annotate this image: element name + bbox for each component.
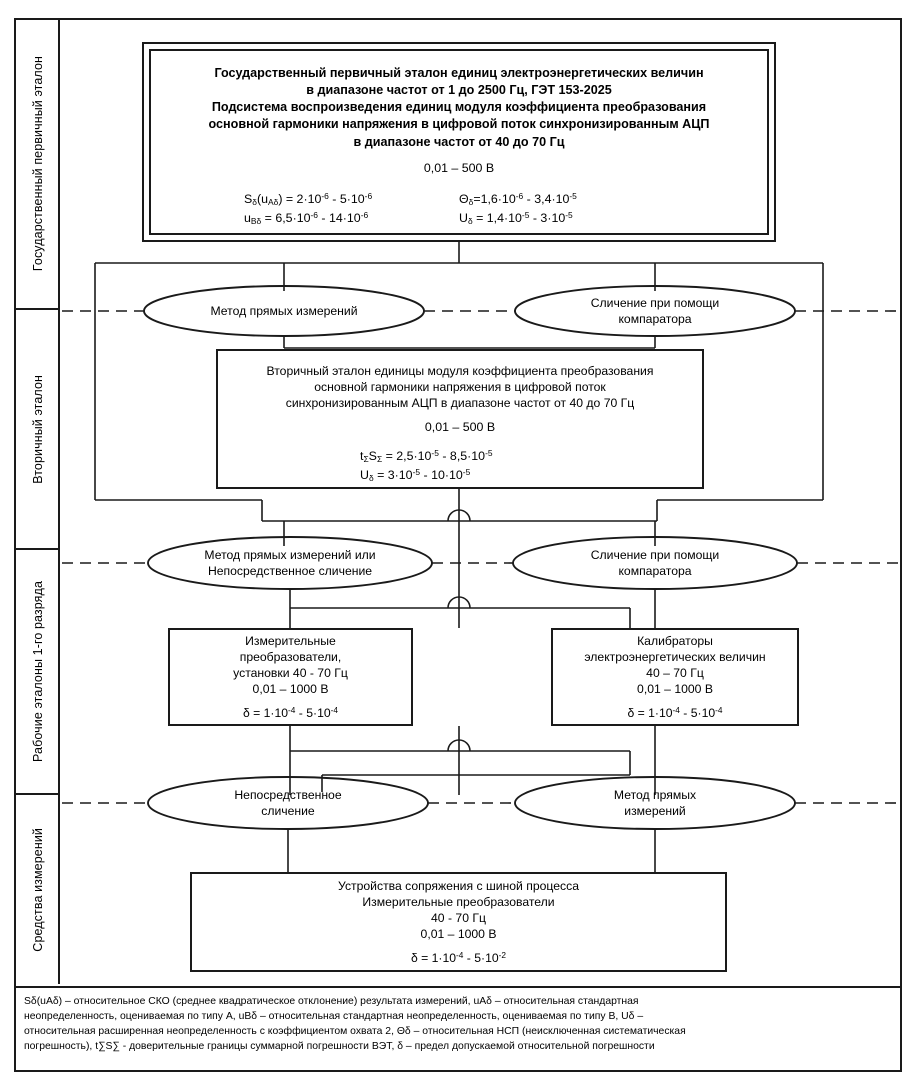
measuring-line3: 40 - 70 Гц bbox=[431, 911, 486, 926]
primary-title-line5: в диапазоне частот от 40 до 70 Гц bbox=[353, 134, 565, 149]
working-left-formula: δ = 1·10-4 - 5·10-4 bbox=[242, 704, 339, 720]
working-left-line4: 0,01 – 1000 В bbox=[252, 682, 329, 697]
footnote-line3: относительная расширенная неопределеннос… bbox=[24, 1026, 686, 1038]
rail-label-measuring: Средства измерений bbox=[30, 827, 45, 952]
method-r1-left-line1: Метод прямых измерений bbox=[210, 303, 358, 318]
secondary-formulas: tΣSΣ = 2,5·10-5 - 8,5·10-5 Uδ = 3·10-5 -… bbox=[218, 447, 702, 484]
primary-formula-col-left: Sδ(uAδ) = 2·10-6 - 5·10-6 uBδ = 6,5·10-6… bbox=[244, 190, 459, 227]
rail-label-primary: Государственный первичный эталон bbox=[30, 56, 45, 272]
working-right-line2: электроэнергетических величин bbox=[584, 650, 766, 665]
working-left-line2: преобразователи, bbox=[239, 650, 342, 665]
rail-label-working: Рабочие эталоны 1-го разряда bbox=[30, 581, 45, 762]
footnote-line4: погрешность), t∑S∑ - доверительные грани… bbox=[24, 1041, 655, 1053]
rail-cell-working: Рабочие эталоны 1-го разряда bbox=[16, 550, 60, 795]
rail-cell-secondary: Вторичный эталон bbox=[16, 310, 60, 550]
method-r3-right-line2: измерений bbox=[624, 804, 686, 818]
footnote-block: Sδ(uAδ) – относительное СКО (среднее ква… bbox=[16, 986, 900, 1070]
primary-formula-sdelta: Sδ(uAδ) = 2·10-6 - 5·10-6 bbox=[244, 191, 373, 207]
primary-title-line3: Подсистема воспроизведения единиц модуля… bbox=[211, 100, 707, 115]
primary-title-line1: Государственный первичный эталон единиц … bbox=[214, 66, 704, 80]
method-r1-right-line1: Сличение при помощи bbox=[590, 295, 720, 310]
measuring-line1: Устройства сопряжения с шиной процесса bbox=[338, 878, 579, 893]
footnote-line2: неопределенность, оцениваемая по типу A,… bbox=[24, 1011, 644, 1023]
method-r1-right-line2: компаратора bbox=[618, 312, 692, 326]
primary-formulas: Sδ(uAδ) = 2·10-6 - 5·10-6 uBδ = 6,5·10-6… bbox=[151, 190, 767, 227]
working-standard-right-box[interactable]: Калибраторы электроэнергетических величи… bbox=[551, 628, 799, 726]
working-standard-left-box[interactable]: Измерительные преобразователи, установки… bbox=[168, 628, 413, 726]
method-r2-right-line1: Сличение при помощи bbox=[590, 547, 720, 562]
rail-cell-primary: Государственный первичный эталон bbox=[16, 20, 60, 310]
secondary-standard-box[interactable]: Вторичный эталон единицы модуля коэффици… bbox=[216, 349, 704, 489]
primary-formula-ubdelta: uBδ = 6,5·10-6 - 14·10-6 bbox=[244, 209, 369, 226]
working-right-formula: δ = 1·10-4 - 5·10-4 bbox=[627, 704, 723, 720]
working-right-line1: Калибраторы bbox=[637, 633, 713, 648]
working-left-line1: Измерительные bbox=[245, 633, 336, 648]
secondary-formula-col: tΣSΣ = 2,5·10-5 - 8,5·10-5 Uδ = 3·10-5 -… bbox=[360, 447, 560, 484]
primary-title-line4: основной гармоники напряжения в цифровой… bbox=[208, 117, 710, 132]
secondary-formula-udelta: Uδ = 3·10-5 - 10·10-5 bbox=[360, 466, 471, 483]
measuring-line4: 0,01 – 1000 В bbox=[420, 927, 497, 942]
secondary-title-line2: основной гармоники напряжения в цифровой… bbox=[314, 380, 606, 395]
measuring-line2: Измерительные преобразователи bbox=[362, 895, 555, 910]
primary-range: 0,01 – 500 В bbox=[423, 160, 495, 175]
working-right-line3: 40 – 70 Гц bbox=[646, 666, 704, 681]
measuring-formula: δ = 1·10-4 - 5·10-2 bbox=[410, 949, 507, 965]
method-r2-right-line2: компаратора bbox=[618, 564, 692, 578]
method-label-r1-left[interactable]: Метод прямых измерений bbox=[164, 296, 404, 326]
method-label-r2-right[interactable]: Сличение при помощи компаратора bbox=[545, 541, 765, 585]
method-r3-right-line1: Метод прямых bbox=[613, 787, 697, 802]
method-r2-left-line1: Метод прямых измерений или bbox=[204, 547, 376, 562]
rail-cell-measuring: Средства измерений bbox=[16, 795, 60, 984]
secondary-range: 0,01 – 500 В bbox=[424, 419, 496, 434]
method-r3-left-line2: сличение bbox=[261, 804, 315, 818]
measuring-instruments-box[interactable]: Устройства сопряжения с шиной процесса И… bbox=[190, 872, 727, 972]
method-r2-left-line2: Непосредственное сличение bbox=[207, 564, 373, 578]
method-label-r3-left[interactable]: Непосредственное сличение bbox=[178, 781, 398, 825]
secondary-title-line1: Вторичный эталон единицы модуля коэффици… bbox=[266, 364, 654, 378]
primary-formula-theta: Θδ=1,6·10-6 - 3,4·10-5 bbox=[459, 191, 577, 207]
primary-standard-inner: Государственный первичный эталон единиц … bbox=[149, 49, 769, 235]
method-label-r1-right[interactable]: Сличение при помощи компаратора bbox=[545, 289, 765, 333]
rail-label-secondary: Вторичный эталон bbox=[30, 374, 45, 484]
method-r3-left-line1: Непосредственное bbox=[234, 787, 342, 802]
level-rail: Государственный первичный эталон Вторичн… bbox=[16, 20, 60, 984]
working-left-line3: установки 40 - 70 Гц bbox=[233, 666, 348, 681]
method-label-r3-right[interactable]: Метод прямых измерений bbox=[565, 781, 745, 825]
primary-title-line2: в диапазоне частот от 1 до 2500 Гц, ГЭТ … bbox=[306, 83, 612, 98]
footnote-line1: Sδ(uAδ) – относительное СКО (среднее ква… bbox=[24, 996, 639, 1007]
secondary-formula-tsigma: tΣSΣ = 2,5·10-5 - 8,5·10-5 bbox=[360, 448, 493, 464]
primary-formula-udelta: Uδ = 1,4·10-5 - 3·10-5 bbox=[459, 209, 573, 226]
method-label-r2-left[interactable]: Метод прямых измерений или Непосредствен… bbox=[165, 541, 415, 585]
primary-standard-box[interactable]: Государственный первичный эталон единиц … bbox=[142, 42, 776, 242]
primary-formula-col-right: Θδ=1,6·10-6 - 3,4·10-5 Uδ = 1,4·10-5 - 3… bbox=[459, 190, 674, 227]
secondary-title-line3: синхронизированным АЦП в диапазоне часто… bbox=[285, 396, 635, 411]
diagram-outer-frame bbox=[14, 18, 902, 1072]
working-right-line4: 0,01 – 1000 В bbox=[637, 682, 713, 697]
